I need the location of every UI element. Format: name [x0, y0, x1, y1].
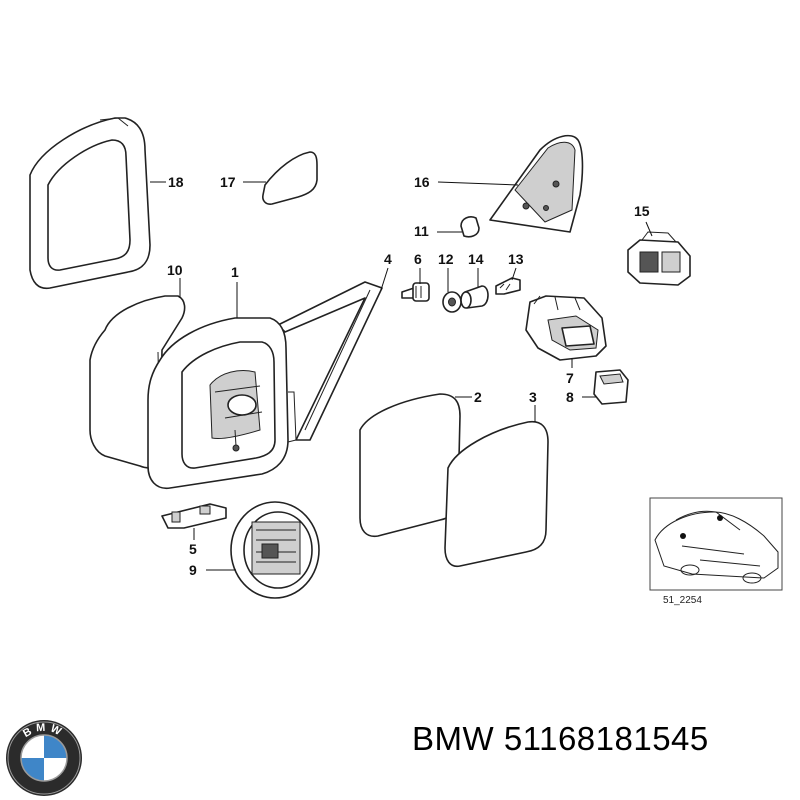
part-17-glass-pane [262, 151, 318, 205]
part-18-mirror-frame [29, 117, 151, 290]
part-3-mirror-glass-heated [444, 420, 549, 568]
part-number-caption: BMW 51168181545 [412, 720, 709, 758]
label-16: 16 [414, 174, 430, 190]
leader-4 [380, 267, 389, 291]
label-1: 1 [231, 264, 239, 280]
label-15: 15 [634, 203, 650, 219]
part-11-clip [460, 216, 480, 238]
label-2: 2 [474, 389, 482, 405]
part-15-switch [627, 231, 691, 286]
leader-15 [645, 221, 653, 237]
part-8-cover [593, 369, 629, 405]
part-9-drive [230, 501, 320, 599]
part-1-mirror-housing [147, 317, 297, 490]
label-18: 18 [168, 174, 184, 190]
label-6: 6 [414, 251, 422, 267]
reference-car-thumbnail [649, 497, 783, 591]
caption-part-number: 51168181545 [503, 720, 709, 757]
part-12-nut [442, 291, 462, 313]
leader-16 [437, 181, 519, 186]
label-9: 9 [189, 562, 197, 578]
part-6-screw [401, 282, 430, 302]
label-5: 5 [189, 541, 197, 557]
label-14: 14 [468, 251, 484, 267]
part-4-gasket [277, 281, 383, 441]
label-13: 13 [508, 251, 524, 267]
bmw-logo: BMW [6, 720, 82, 796]
part-7-motor [525, 295, 607, 361]
caption-brand: BMW [412, 720, 495, 757]
label-8: 8 [566, 389, 574, 405]
part-5-bracket [161, 503, 227, 529]
label-10: 10 [167, 262, 183, 278]
part-2-mirror-glass [359, 393, 461, 538]
label-3: 3 [529, 389, 537, 405]
label-7: 7 [566, 370, 574, 386]
part-16-sail-panel [489, 134, 584, 233]
part-14-sleeve [460, 285, 489, 309]
leader-13 [511, 267, 517, 281]
label-12: 12 [438, 251, 454, 267]
reference-code: 51_2254 [663, 595, 702, 606]
label-17: 17 [220, 174, 236, 190]
label-11: 11 [414, 223, 429, 239]
part-13-bolt [495, 277, 521, 295]
label-4: 4 [384, 251, 392, 267]
